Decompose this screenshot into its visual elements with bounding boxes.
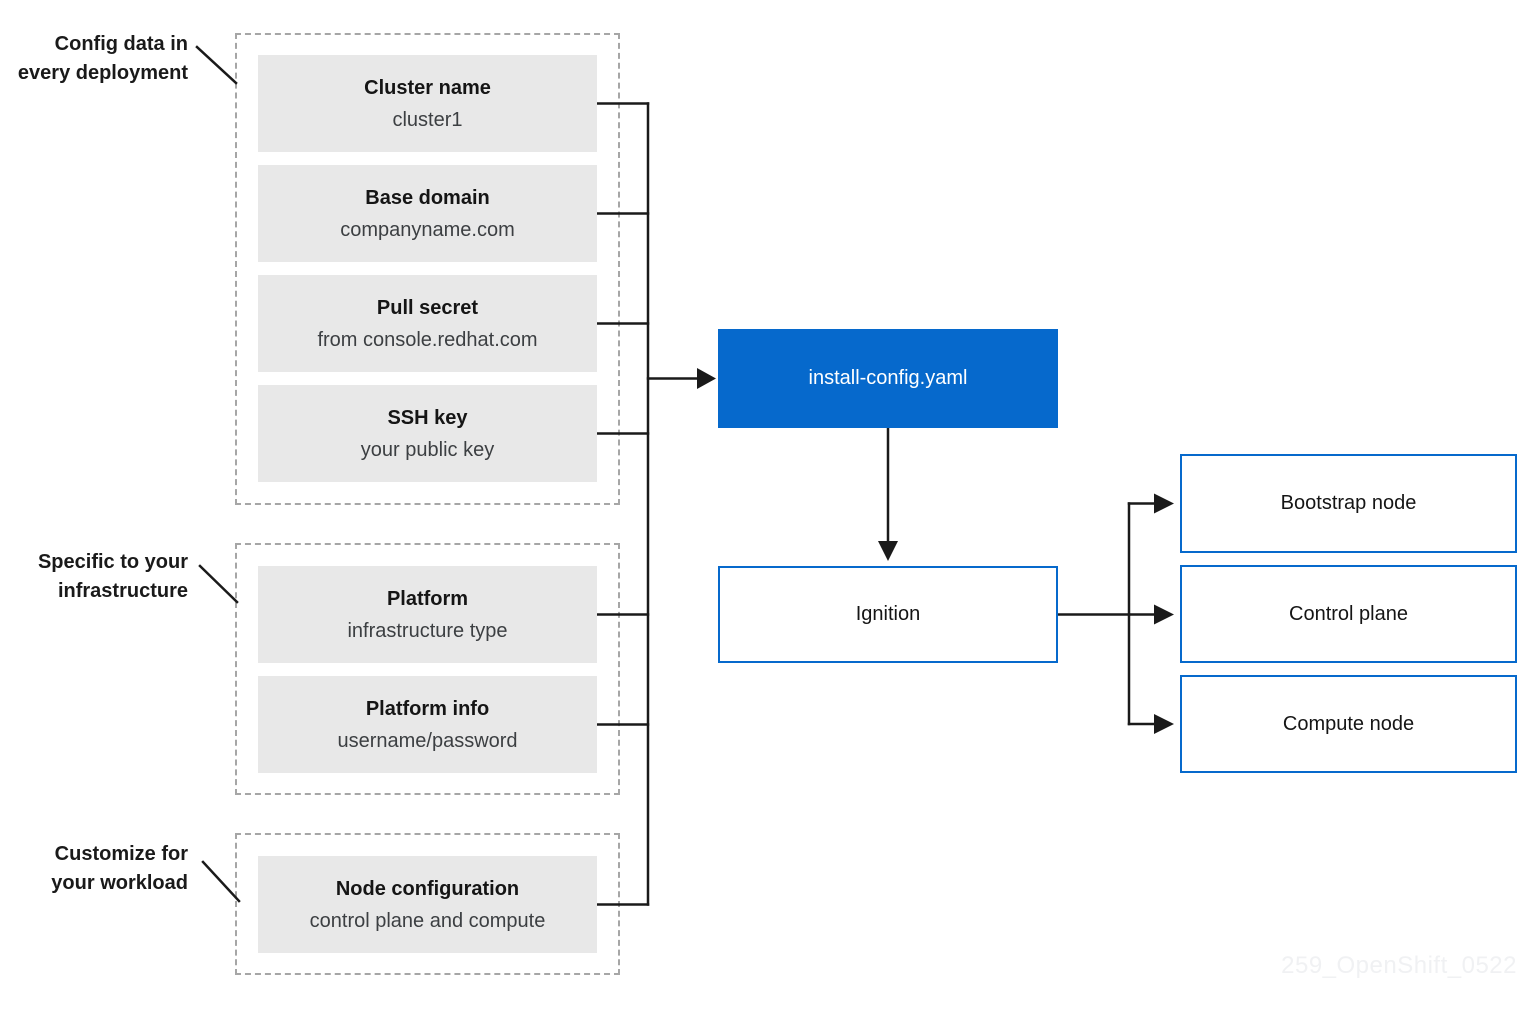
config-box-title: SSH key (387, 406, 468, 429)
annotation-line: Config data in (54, 33, 188, 55)
config-box-cluster-name: Cluster name cluster1 (258, 55, 597, 152)
config-box-subtitle: infrastructure type (347, 619, 508, 642)
arrow-right-icon (1154, 493, 1174, 514)
annotation-line: your workload (51, 872, 188, 894)
arrow-right-icon (1154, 714, 1174, 734)
annotation-config-data: Config data in every deployment (0, 30, 188, 88)
config-box-title: Platform (386, 587, 469, 610)
config-box-platform: Platform infrastructure type (258, 566, 597, 663)
config-box-title: Base domain (365, 186, 490, 209)
config-box-node-configuration: Node configuration control plane and com… (258, 856, 597, 953)
annotation-line: Specific to your (37, 551, 188, 573)
config-box-title: Cluster name (364, 76, 491, 99)
annotation-pointer-line (195, 45, 238, 85)
config-box-ssh-key: SSH key your public key (258, 385, 597, 482)
group-infrastructure (235, 543, 620, 795)
compute-node-box: Compute node (1180, 675, 1517, 773)
arrow-down-icon (878, 541, 898, 561)
annotation-pointer-line (201, 860, 241, 903)
config-box-base-domain: Base domain companyname.com (258, 165, 597, 262)
annotation-infrastructure: Specific to your infrastructure (0, 548, 188, 606)
config-box-pull-secret: Pull secret from console.redhat.com (258, 275, 597, 372)
annotation-pointer-line (198, 564, 239, 604)
annotation-line: Customize for (54, 843, 188, 865)
install-config-yaml-box: install-config.yaml (718, 329, 1058, 428)
config-box-subtitle: username/password (337, 729, 518, 752)
arrow-right-icon (1154, 604, 1174, 625)
config-box-subtitle: control plane and compute (309, 909, 546, 932)
ignition-box: Ignition (718, 566, 1058, 663)
annotation-workload: Customize for your workload (0, 840, 188, 898)
config-box-subtitle: companyname.com (340, 218, 515, 241)
config-box-title: Node configuration (335, 877, 520, 900)
bootstrap-node-box: Bootstrap node (1180, 454, 1517, 553)
config-box-subtitle: cluster1 (392, 108, 463, 131)
config-box-subtitle: from console.redhat.com (317, 328, 538, 351)
annotation-line: infrastructure (57, 580, 188, 602)
config-box-platform-info: Platform info username/password (258, 676, 597, 773)
group-config-data (235, 33, 620, 505)
config-box-title: Pull secret (376, 296, 479, 319)
watermark-text: 259_OpenShift_0522 (1281, 952, 1517, 979)
control-plane-box: Control plane (1180, 565, 1517, 663)
config-box-title: Platform info (365, 697, 490, 720)
annotation-line: every deployment (17, 62, 188, 84)
arrow-right-icon (697, 368, 716, 389)
config-box-subtitle: your public key (360, 438, 495, 461)
